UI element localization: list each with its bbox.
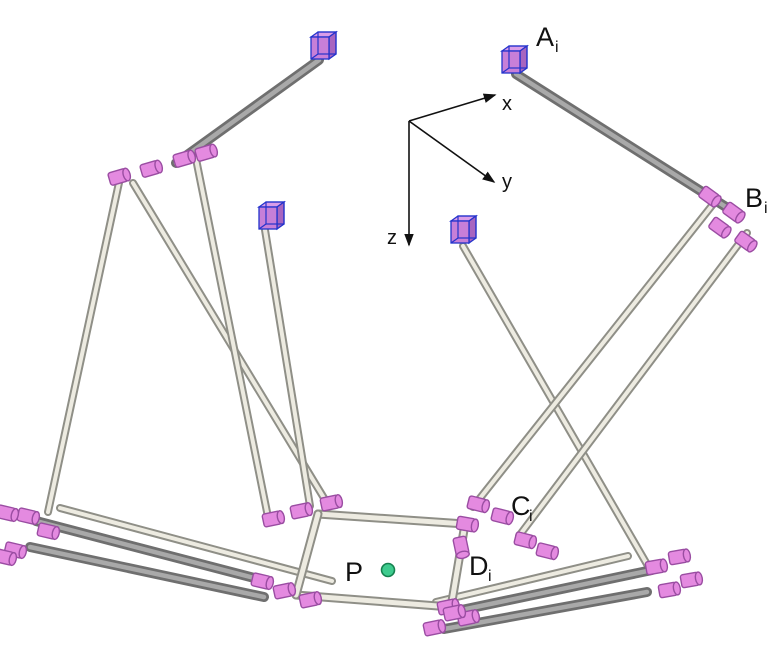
joint-front-right-elbow-3	[657, 581, 682, 599]
rod-slider3	[261, 226, 314, 510]
platform-bar-top	[313, 509, 470, 529]
joint-front-left-wrist	[250, 572, 275, 591]
joint-B-4	[734, 230, 758, 253]
dark-rods	[25, 55, 731, 634]
joint-platform-nw-2	[289, 502, 314, 520]
label-B: B	[745, 183, 763, 213]
joint-platform-nw-1	[261, 510, 286, 528]
joint-front-left-elbow-1	[16, 507, 41, 526]
label-D: D	[469, 551, 489, 581]
joint-D	[452, 535, 470, 560]
joint-platform-sw-1	[272, 582, 297, 600]
rod-proximal-rear-right	[511, 69, 731, 212]
joint-C-2	[490, 507, 515, 526]
joint-B-1	[698, 185, 722, 208]
joint-front-right-elbow-1	[644, 558, 669, 576]
joint-rear-left-elbow-3	[172, 149, 197, 168]
joint-platform-sw-2	[298, 591, 323, 609]
light-rods	[44, 155, 751, 606]
joints	[0, 143, 758, 637]
label-C-sub: i	[529, 508, 533, 525]
joint-front-left-elbow-2	[36, 522, 61, 541]
slider-cube-mid-left	[256, 200, 287, 231]
label-C: C	[511, 491, 531, 521]
x-axis-label: x	[502, 93, 512, 115]
label-A-sub: i	[555, 39, 559, 56]
platform-bar-bottom	[291, 590, 456, 612]
rod-front-left-1	[31, 516, 263, 584]
rod-rear-right-a	[469, 199, 718, 511]
slider-cubes	[256, 30, 530, 245]
y-axis-label: y	[502, 171, 512, 193]
label-A: A	[536, 22, 554, 52]
joint-C-4	[535, 542, 560, 561]
joint-front-right-elbow-4	[679, 571, 704, 589]
joint-B-3	[708, 216, 732, 239]
joint-C-1	[466, 495, 491, 514]
joint-B-2	[722, 201, 746, 224]
rod-front-left-2	[25, 542, 269, 602]
coordinate-frame: x y z	[387, 93, 512, 249]
joint-C-3	[513, 531, 538, 550]
joint-front-right-wrist-1	[442, 604, 467, 622]
rod-rear-right-b	[515, 229, 751, 540]
joint-rear-left-elbow-4	[194, 143, 219, 162]
label-D-sub: i	[488, 568, 492, 585]
rod-front-right-top	[432, 552, 632, 606]
joint-labels: A i B i C i D i P	[345, 22, 768, 587]
joint-front-left-edge-2	[0, 548, 18, 567]
slider-cube-mid-right	[448, 214, 479, 245]
label-B-sub: i	[764, 200, 768, 217]
joint-platform-nw-3	[319, 494, 344, 512]
platform-bar-left	[291, 509, 323, 600]
y-axis	[408, 120, 496, 183]
z-axis-label: z	[387, 227, 397, 249]
joint-rear-left-elbow-1	[107, 167, 132, 186]
slider-cube-A	[499, 44, 530, 75]
platform	[291, 509, 470, 612]
rod-front-left-top	[56, 504, 336, 585]
joint-front-right-wrist-2	[422, 619, 447, 637]
joint-front-left-edge-1	[0, 504, 20, 523]
rod-left-edge	[44, 174, 124, 516]
joint-platform-ne	[455, 515, 480, 533]
rod-rear-left-b	[192, 155, 272, 521]
joint-rear-left-elbow-2	[139, 159, 164, 178]
slider-cube-rear-left	[308, 30, 339, 61]
label-P: P	[345, 557, 363, 587]
x-axis	[408, 93, 497, 122]
point-P-marker	[380, 562, 396, 578]
joint-front-right-elbow-2	[667, 548, 692, 566]
rod-proximal-rear-left	[171, 55, 324, 168]
rod-front-right-1	[447, 565, 657, 617]
